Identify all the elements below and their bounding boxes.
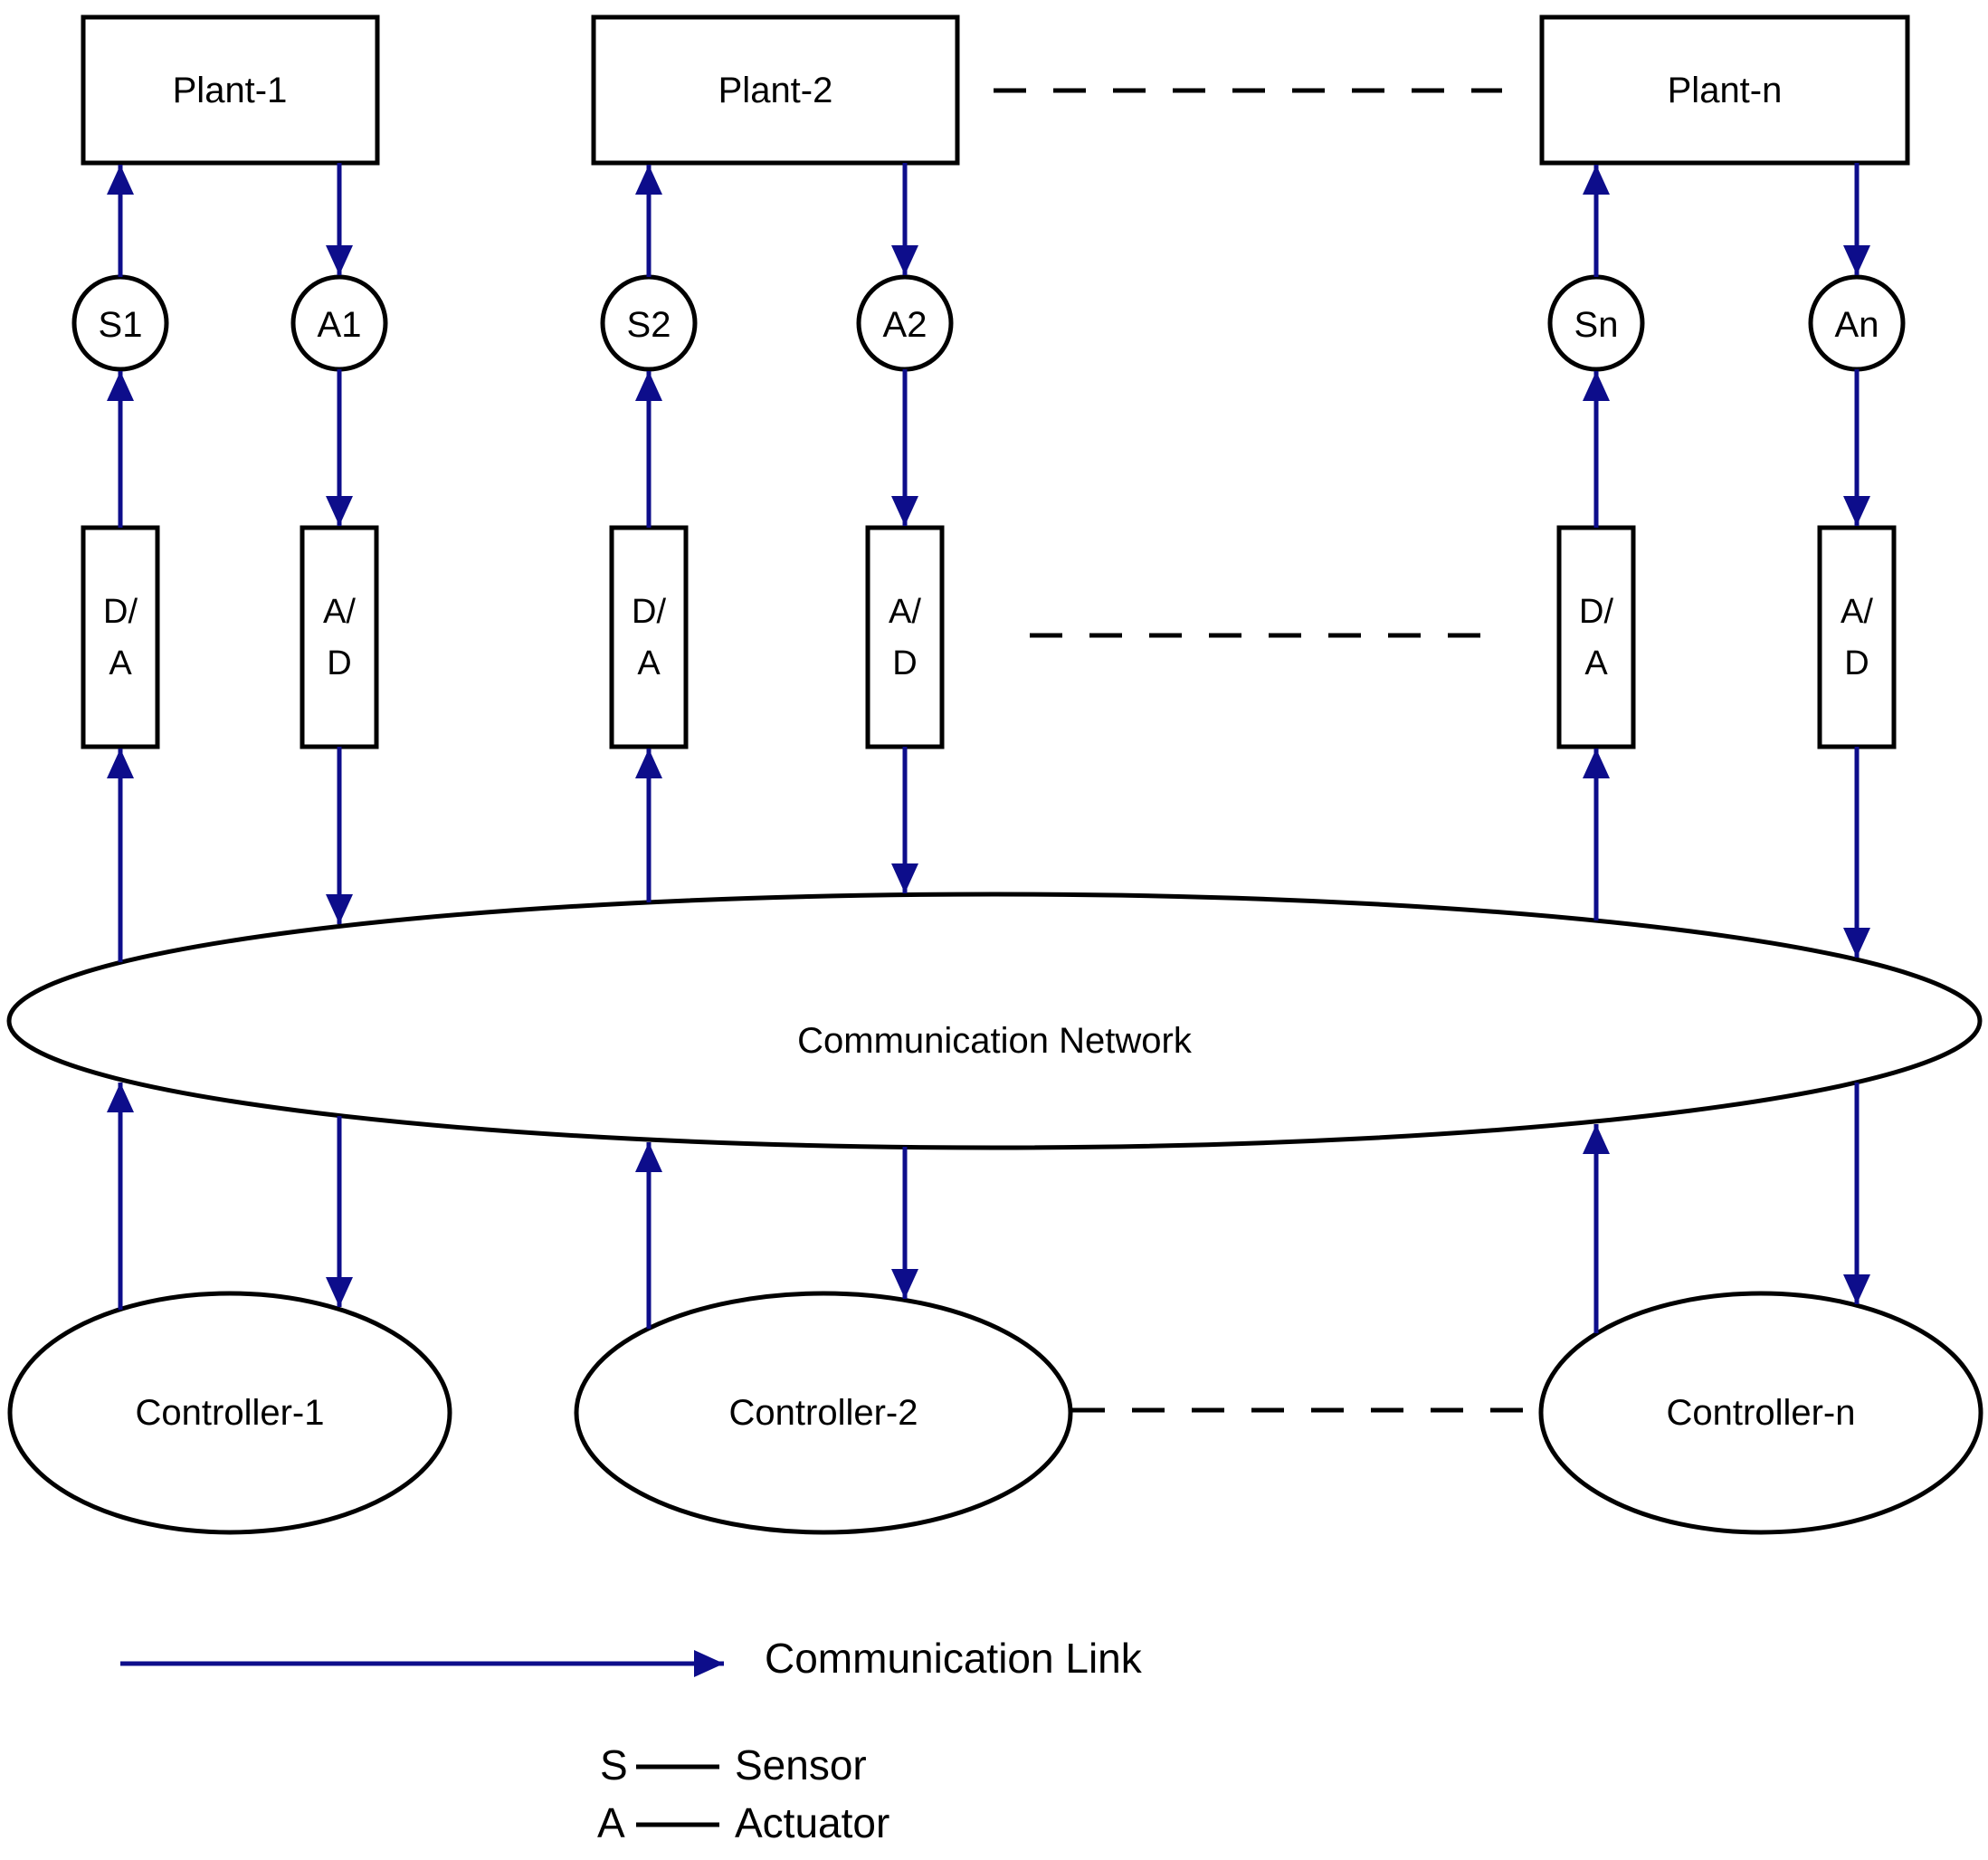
ad-converter-1-box — [300, 525, 379, 749]
da-converter-1-line2: A — [109, 644, 132, 682]
da-converter-n-line2: A — [1584, 644, 1608, 682]
actuator-a1-label: A1 — [318, 305, 362, 345]
plant-n: Plant-n — [1539, 14, 1910, 166]
da-converter-n-box — [1556, 525, 1636, 749]
ad-converter-n-box — [1817, 525, 1897, 749]
network-ellipse — [6, 892, 1983, 1150]
sensor-s1: S1 — [71, 274, 169, 372]
controller-2-label: Controller-2 — [729, 1393, 918, 1433]
actuator-an-label: An — [1835, 305, 1879, 345]
sensor-sn: Sn — [1547, 274, 1645, 372]
controller-n-ellipse — [1538, 1291, 1983, 1535]
ad-converter-n: A/ D — [1817, 525, 1897, 749]
plant-n-box — [1539, 14, 1910, 166]
legend-actuator-symbol: A — [597, 1799, 625, 1846]
ad-converter-2-line2: D — [892, 644, 917, 682]
sensor-s2-label: S2 — [627, 305, 671, 345]
controller-1: Controller-1 — [7, 1291, 452, 1535]
da-converter-n: D/ A — [1556, 525, 1636, 749]
ad-converter-1-line1: A/ — [323, 593, 356, 631]
legend-actuator-label: Actuator — [735, 1799, 889, 1846]
da-converter-n-line1: D/ — [1579, 593, 1613, 631]
controller-n-label: Controller-n — [1667, 1393, 1856, 1433]
legend-sensor-label: Sensor — [735, 1741, 867, 1788]
ad-converter-1-line2: D — [327, 644, 351, 682]
ad-converter-1: A/ D — [300, 525, 379, 749]
legend: Communication Link S Sensor A Actuator — [120, 1635, 1143, 1846]
communication-network: Communication Network — [6, 892, 1983, 1150]
plant-2-box — [591, 14, 960, 166]
da-converter-1-line1: D/ — [103, 593, 138, 631]
legend-sensor-symbol: S — [600, 1741, 628, 1788]
ad-converter-2: A/ D — [865, 525, 945, 749]
sensor-s1-label: S1 — [99, 305, 143, 345]
plant-2: Plant-2 — [591, 14, 960, 166]
sensor-s2: S2 — [600, 274, 698, 372]
links-controller-n — [1583, 1083, 1870, 1333]
ad-converter-n-line1: A/ — [1841, 593, 1873, 631]
controller-1-label: Controller-1 — [136, 1393, 325, 1433]
actuator-a2-label: A2 — [883, 305, 927, 345]
plant-n-label: Plant-n — [1668, 71, 1783, 110]
legend-link-label: Communication Link — [765, 1635, 1143, 1682]
links-controller-1 — [107, 1083, 353, 1310]
da-converter-2-line1: D/ — [632, 593, 666, 631]
controller-2: Controller-2 — [574, 1291, 1073, 1535]
plant-2-label: Plant-2 — [718, 71, 833, 110]
da-converter-2: D/ A — [609, 525, 689, 749]
network-label: Communication Network — [797, 1021, 1193, 1061]
actuator-an: An — [1808, 274, 1906, 372]
plant-1-box — [81, 14, 380, 166]
sensor-sn-label: Sn — [1574, 305, 1619, 345]
ad-converter-n-line2: D — [1844, 644, 1869, 682]
ad-converter-2-box — [865, 525, 945, 749]
plant-1: Plant-1 — [81, 14, 380, 166]
da-converter-2-box — [609, 525, 689, 749]
actuator-a2: A2 — [856, 274, 954, 372]
da-converter-1: D/ A — [81, 525, 160, 749]
da-converter-2-line2: A — [637, 644, 661, 682]
links-controller-2 — [635, 1142, 918, 1329]
da-converter-1-box — [81, 525, 160, 749]
controller-2-ellipse — [574, 1291, 1073, 1535]
controller-n: Controller-n — [1538, 1291, 1983, 1535]
actuator-a1: A1 — [290, 274, 388, 372]
ad-converter-2-line1: A/ — [889, 593, 921, 631]
controller-1-ellipse — [7, 1291, 452, 1535]
plant-1-label: Plant-1 — [173, 71, 288, 110]
